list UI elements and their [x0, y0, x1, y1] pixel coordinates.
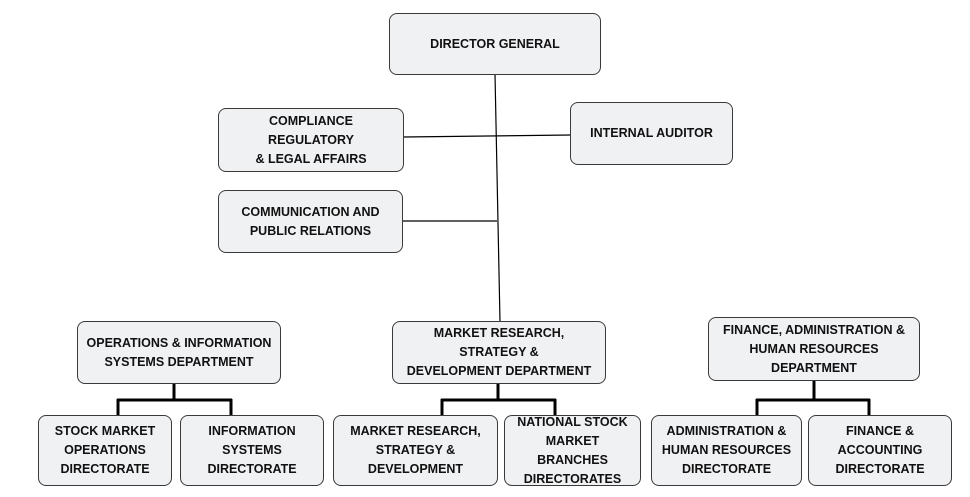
market-research-line-1: MARKET RESEARCH, — [350, 424, 481, 438]
box-finance-accounting: FINANCE & ACCOUNTING DIRECTORATE — [808, 415, 952, 486]
box-internal-auditor: INTERNAL AUDITOR — [570, 102, 733, 165]
box-admin-hr: ADMINISTRATION & HUMAN RESOURCES DIRECTO… — [651, 415, 802, 486]
box-stock-market-operations: STOCK MARKET OPERATIONS DIRECTORATE — [38, 415, 172, 486]
box-national-branches: NATIONAL STOCK MARKET BRANCHES DIRECTORA… — [504, 415, 641, 486]
finance-accounting-line-2: ACCOUNTING — [837, 443, 923, 457]
admin-hr-line-3: DIRECTORATE — [681, 462, 772, 476]
admin-hr-line-2: HUMAN RESOURCES — [661, 443, 792, 457]
admin-hr-line-1: ADMINISTRATION & — [666, 424, 787, 438]
box-finance-department: FINANCE, ADMINISTRATION & HUMAN RESOURCE… — [708, 317, 920, 381]
connector-compliance-auditor — [403, 134, 572, 138]
info-systems-line-2: SYSTEMS — [222, 443, 282, 457]
national-branches-line-3: DIRECTORATES — [523, 471, 622, 486]
stock-ops-line-1: STOCK MARKET — [54, 424, 156, 438]
stock-ops-line-2: OPERATIONS — [64, 443, 146, 457]
compliance-line-2: & LEGAL AFFAIRS — [255, 151, 367, 166]
box-market-department: MARKET RESEARCH, STRATEGY & DEVELOPMENT … — [392, 321, 606, 384]
box-communication: COMMUNICATION AND PUBLIC RELATIONS — [218, 190, 403, 253]
box-operations-department: OPERATIONS & INFORMATION SYSTEMS DEPARTM… — [77, 321, 281, 384]
operations-department-line-1: OPERATIONS & INFORMATION — [86, 335, 272, 350]
stock-ops-line-3: DIRECTORATE — [60, 462, 150, 476]
finance-department-line-3: DEPARTMENT — [771, 360, 857, 375]
communication-line-2: PUBLIC RELATIONS — [249, 223, 372, 238]
connector-trunk — [494, 73, 501, 323]
box-compliance: COMPLIANCE REGULATORY & LEGAL AFFAIRS — [218, 108, 404, 172]
market-research-line-3: DEVELOPMENT — [367, 462, 464, 476]
market-department-line-2: DEVELOPMENT DEPARTMENT — [406, 364, 592, 378]
box-information-systems: INFORMATION SYSTEMS DIRECTORATE — [180, 415, 324, 486]
finance-accounting-line-3: DIRECTORATE — [835, 462, 925, 476]
market-department-line-1: MARKET RESEARCH, STRATEGY & — [433, 326, 565, 359]
finance-department-line-2: HUMAN RESOURCES — [749, 341, 879, 356]
national-branches-line-2: MARKET BRANCHES — [537, 433, 608, 467]
finance-department-line-1: FINANCE, ADMINISTRATION & — [723, 322, 905, 337]
info-systems-line-3: DIRECTORATE — [207, 462, 297, 476]
finance-accounting-line-1: FINANCE & — [845, 424, 915, 438]
communication-line-1: COMMUNICATION AND — [241, 204, 380, 219]
compliance-line-1: COMPLIANCE REGULATORY — [268, 113, 354, 147]
internal-auditor-line-1: INTERNAL AUDITOR — [590, 126, 713, 140]
operations-department-line-2: SYSTEMS DEPARTMENT — [104, 354, 254, 369]
national-branches-line-1: NATIONAL STOCK — [517, 414, 628, 429]
box-market-research: MARKET RESEARCH, STRATEGY & DEVELOPMENT — [333, 415, 498, 486]
info-systems-line-1: INFORMATION — [208, 424, 296, 438]
box-director-general: DIRECTOR GENERAL — [389, 13, 601, 75]
market-research-line-2: STRATEGY & — [375, 443, 456, 457]
director-general-line-1: DIRECTOR GENERAL — [430, 36, 560, 51]
